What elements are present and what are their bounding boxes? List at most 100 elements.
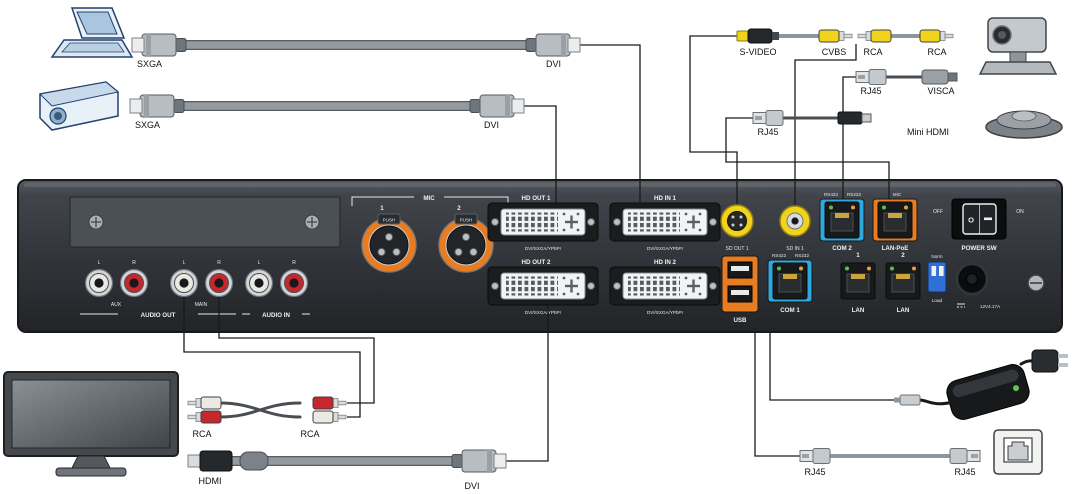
dip-load-label: Load	[932, 298, 943, 303]
brick-highlight	[952, 369, 1019, 398]
adapter-led	[1013, 385, 1020, 392]
sd-out-1-center	[727, 211, 747, 231]
laptop-dvi-label: DVI	[546, 59, 561, 69]
line-main-l-to-rca	[183, 297, 361, 418]
hd-in-1-label: HD IN 1	[654, 195, 677, 202]
plug-prong-top	[1058, 354, 1068, 358]
visca-control-cable: RJ45 VISCA	[855, 69, 958, 96]
camera-lens-inner	[998, 31, 1006, 39]
lan-1-port: 1 LAN	[840, 252, 876, 314]
power-adapter-icon	[894, 349, 1068, 420]
line-projector-to-hd-out-1	[524, 105, 557, 203]
in-l-letter: L	[258, 260, 261, 266]
lan-poe-label: LAN-PoE	[882, 245, 909, 252]
hd-in-2-label: HD IN 2	[654, 259, 677, 266]
hd-out-2-port: HD OUT 2 DVI/SXGA/YPbPr	[487, 259, 599, 315]
projector-icon	[38, 81, 120, 131]
hdmi-label: HDMI	[199, 476, 222, 486]
dvi-plug-laptop-right	[525, 33, 581, 57]
dvi-plug-tv	[451, 449, 507, 473]
aux-label: AUX	[111, 302, 122, 308]
projector-dvi-label: DVI	[484, 120, 499, 130]
main-l-jack	[169, 268, 199, 298]
dip-slider-2	[939, 266, 944, 276]
speakerphone-top	[1011, 110, 1037, 122]
mini-hdmi-plug	[837, 111, 872, 125]
dc-plug	[894, 394, 921, 406]
panel-top-highlight	[24, 183, 1056, 187]
usb-label: USB	[733, 317, 747, 324]
plug-prong-bottom	[1058, 363, 1068, 367]
dc-jack-pin	[966, 273, 978, 285]
visca-rj45-label: RJ45	[860, 86, 881, 96]
main-r-jack	[204, 268, 234, 298]
cable-strand-2	[218, 401, 302, 419]
audio-section: L R L R L R AUX MAIN AUDIO OUT AUDIO IN	[80, 260, 310, 319]
usb-ports: USB	[721, 255, 759, 324]
line-rj45-to-lan	[754, 332, 800, 457]
laptop-display	[76, 11, 118, 35]
cvbs-label: CVBS	[822, 47, 847, 57]
com-2-label: COM 2	[832, 245, 852, 252]
line-main-r-to-rca	[218, 297, 375, 404]
lan-poe-jack	[877, 201, 913, 239]
spk-rj45-plug	[752, 110, 784, 126]
mini-hdmi-label: Mini HDMI	[907, 127, 949, 137]
mic-1-push-label: PUSH	[383, 218, 396, 223]
ac-plug	[1031, 349, 1068, 373]
rj45-jack-symbol	[1007, 441, 1029, 461]
main-label: MAIN	[195, 302, 208, 308]
mic-2-number: 2	[457, 205, 461, 212]
com-1-rs232-label: RS232	[795, 253, 809, 258]
dvi-plug-projector-left	[129, 94, 185, 118]
blank-plate	[69, 196, 341, 248]
com-2-jack	[824, 201, 860, 239]
rca-plug-left-red	[187, 410, 222, 424]
power-switch: OFF O ON POWER SW	[933, 198, 1024, 252]
visca-rj45-plug	[855, 69, 887, 85]
line-svideo-to-sd-out-1	[689, 35, 738, 204]
tv-icon	[3, 371, 179, 477]
rocker-o-mark: O	[968, 216, 974, 225]
line-dc-plug-to-panel	[769, 332, 894, 401]
dc-power-jack: 12V4.17A	[955, 262, 1001, 309]
hd-out-2-label: HD OUT 2	[522, 259, 551, 266]
dip-slider-1	[931, 266, 937, 276]
rca-audio-cable: RCA RCA	[187, 396, 347, 439]
lan-1-label: LAN	[852, 307, 865, 314]
lan-poe-port: MIC LAN-PoE	[872, 192, 918, 252]
lan-rj45-right-label: RJ45	[954, 467, 975, 477]
usb-tongue-1	[731, 266, 749, 271]
adapter-brick	[946, 364, 1030, 420]
rca-right-label: RCA	[300, 429, 319, 439]
speakerphone-icon	[985, 110, 1063, 139]
dvi-cable-projector: SXGA DVI	[129, 94, 525, 130]
sd-in-1-hole	[791, 217, 799, 225]
hd-out-1-dvi	[487, 202, 599, 242]
rca-plug-right-white	[312, 410, 347, 424]
lan-2-port: 2 LAN	[885, 252, 921, 314]
tv-stand-base	[55, 467, 127, 477]
camera-base	[978, 61, 1058, 75]
projector-top	[38, 81, 120, 107]
com-1-jack	[772, 262, 808, 300]
lan-2-jack	[885, 262, 921, 300]
hd-out-2-format: DVI/SXGA/YPbPr	[525, 310, 562, 315]
dc-symbol	[957, 303, 965, 308]
audio-in-r-jack	[279, 268, 309, 298]
hd-out-1-port: HD OUT 1 DVI/SXGA/YPbPr	[487, 195, 599, 251]
lan-1-number: 1	[856, 252, 860, 259]
lan-rj45-left-label: RJ45	[804, 467, 825, 477]
tv-dvi-label: DVI	[464, 481, 479, 491]
laptop-keyboard	[61, 42, 125, 53]
mini-hdmi-cable: RJ45 Mini HDMI	[752, 110, 949, 137]
ferrite-bead	[239, 451, 269, 471]
connection-lines	[183, 35, 894, 462]
lan-2-label: LAN	[897, 307, 910, 314]
lan-cable: RJ45 RJ45	[799, 448, 981, 477]
lan-1-jack	[840, 262, 876, 300]
power-off-label: OFF	[933, 209, 943, 215]
lan-rj45-plug-left	[799, 448, 831, 464]
svideo-label: S-VIDEO	[739, 47, 776, 57]
